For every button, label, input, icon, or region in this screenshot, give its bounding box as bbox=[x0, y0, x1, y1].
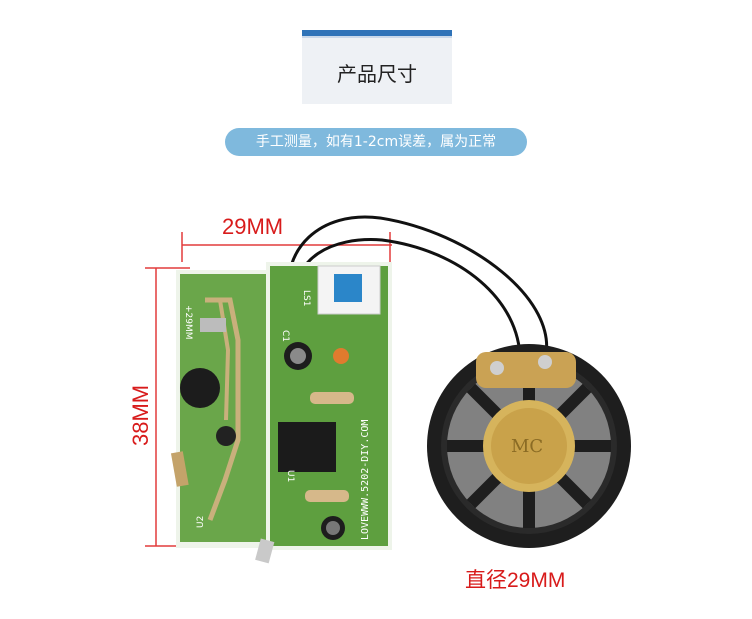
speaker: MC bbox=[427, 344, 631, 548]
svg-text:U2: U2 bbox=[196, 516, 206, 528]
width-dimension-line bbox=[181, 232, 392, 262]
resistor-r2 bbox=[310, 392, 354, 404]
switch-button bbox=[334, 274, 362, 302]
speaker-logo: MC bbox=[511, 436, 543, 457]
width-dimension-label: 29MM bbox=[222, 214, 284, 239]
resistor-r1 bbox=[305, 490, 349, 502]
pcb-main-board: LOVEWWW.5202-DIY.COM LS1 C1 U1 bbox=[266, 262, 392, 550]
svg-text:LS1: LS1 bbox=[301, 290, 311, 306]
pcb-url-label: LOVEWWW.5202-DIY.COM bbox=[360, 420, 371, 540]
speaker-diameter-label: 直径29MM bbox=[465, 569, 566, 592]
svg-text:C1: C1 bbox=[280, 330, 290, 342]
ic-u1 bbox=[278, 422, 336, 472]
height-dimension-label: 38MM bbox=[128, 384, 153, 446]
sensor-component bbox=[180, 368, 220, 408]
pcb-left-board: +29MM U2 bbox=[170, 270, 270, 548]
ceramic-capacitor bbox=[333, 348, 349, 364]
title-background bbox=[302, 36, 452, 104]
pcb-label-29mm: +29MM bbox=[183, 305, 193, 340]
page-title: 产品尺寸 bbox=[337, 62, 417, 86]
svg-text:U1: U1 bbox=[285, 470, 295, 482]
measurement-note: 手工测量，如有1-2cm误差，属为正常 bbox=[225, 128, 527, 156]
title-top-bar bbox=[302, 30, 452, 36]
led-leads bbox=[255, 538, 275, 564]
